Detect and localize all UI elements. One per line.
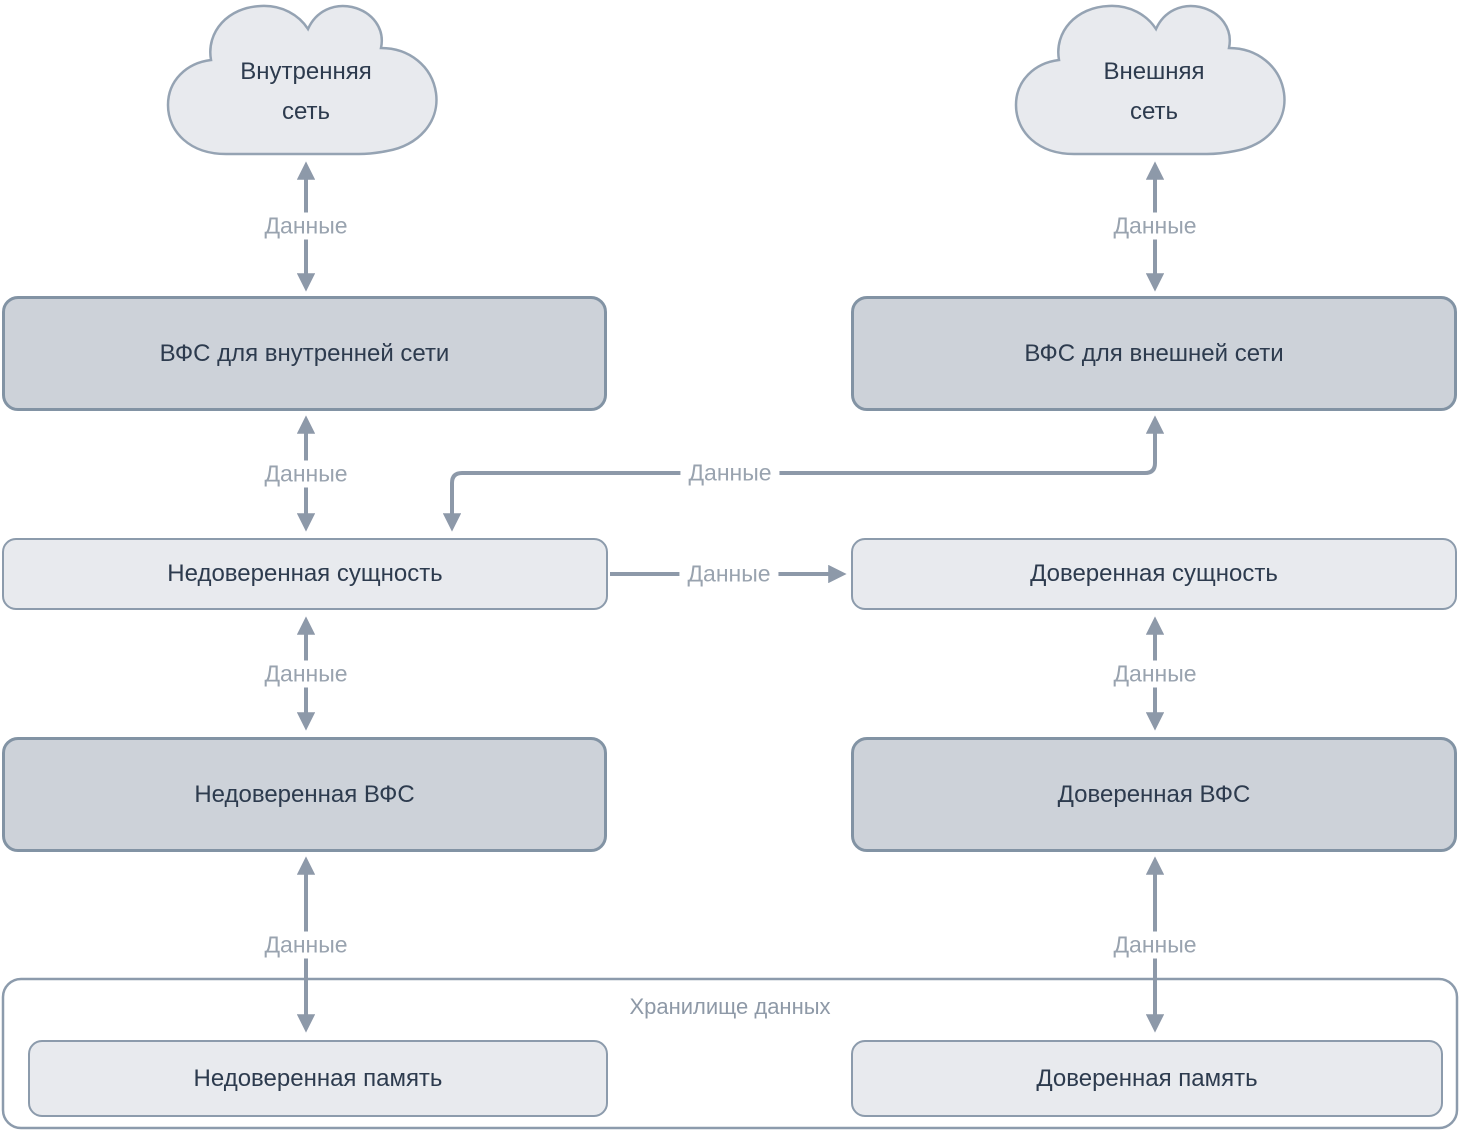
storage-container-outline bbox=[1, 977, 1459, 1130]
edge-label-trusted-entity-vfs: Данные bbox=[1105, 660, 1205, 688]
node-untrusted-entity: Недоверенная сущность bbox=[2, 538, 608, 610]
storage-container-label: Хранилище данных bbox=[629, 994, 831, 1019]
internal-network-cloud bbox=[166, 4, 438, 156]
node-trusted-entity-label: Доверенная сущность bbox=[1030, 560, 1278, 587]
node-trusted-vfs: Доверенная ВФС bbox=[851, 737, 1457, 852]
node-vfs-internal-network: ВФС для внутренней сети bbox=[2, 296, 607, 411]
node-untrusted-memory: Недоверенная память bbox=[28, 1040, 608, 1117]
internal-network-cloud-label: Внутренняя сеть bbox=[166, 2, 446, 158]
edge-label-external-cloud: Данные bbox=[1105, 212, 1205, 240]
edge-label-vfs-external-entity: Данные bbox=[680, 459, 780, 487]
node-trusted-entity: Доверенная сущность bbox=[851, 538, 1457, 610]
node-trusted-memory: Доверенная память bbox=[851, 1040, 1443, 1117]
node-vfs-internal-network-label: ВФС для внутренней сети bbox=[159, 339, 450, 367]
edge-label-untrusted-memory: Данные bbox=[256, 931, 356, 959]
node-untrusted-entity-label: Недоверенная сущность bbox=[167, 560, 443, 587]
node-trusted-memory-label: Доверенная память bbox=[1036, 1064, 1258, 1092]
edge-label-untrusted-entity-vfs: Данные bbox=[256, 660, 356, 688]
node-trusted-vfs-label: Доверенная ВФС bbox=[1057, 780, 1251, 808]
edge-label-entity-to-entity: Данные bbox=[679, 560, 779, 588]
edge-label-internal-cloud: Данные bbox=[256, 212, 356, 240]
external-network-cloud-label: Внешняя сеть bbox=[1014, 2, 1294, 158]
external-network-line2: сеть bbox=[1129, 98, 1179, 125]
node-vfs-external-network: ВФС для внешней сети bbox=[851, 296, 1457, 411]
edge-label-vfs-internal-entity: Данные bbox=[256, 460, 356, 488]
external-network-line1: Внешняя bbox=[1103, 58, 1205, 85]
internal-network-line1: Внутренняя bbox=[240, 58, 372, 85]
node-untrusted-memory-label: Недоверенная память bbox=[193, 1064, 443, 1092]
edge-label-trusted-memory: Данные bbox=[1105, 931, 1205, 959]
external-network-cloud bbox=[1014, 4, 1286, 156]
internal-network-line2: сеть bbox=[281, 98, 331, 125]
node-untrusted-vfs: Недоверенная ВФС bbox=[2, 737, 607, 852]
edge-vfs-external-to-untrusted-entity bbox=[442, 415, 1165, 532]
node-vfs-external-network-label: ВФС для внешней сети bbox=[1024, 339, 1284, 367]
node-untrusted-vfs-label: Недоверенная ВФС bbox=[194, 780, 415, 808]
